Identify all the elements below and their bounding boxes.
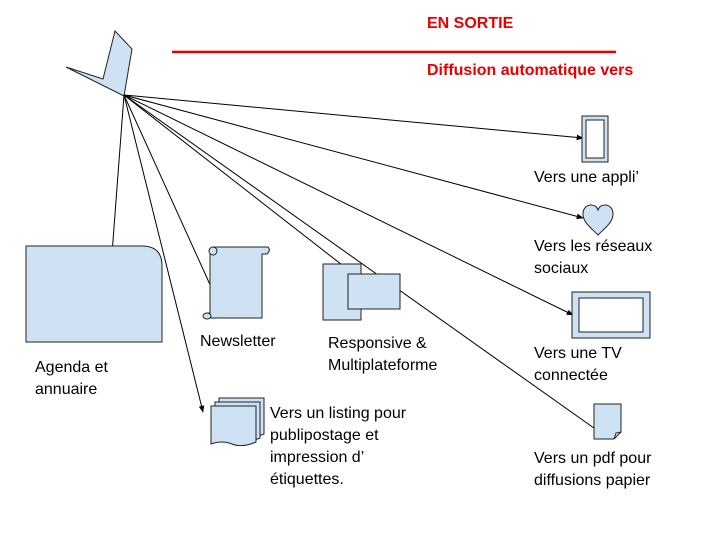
stacked-windows-icon bbox=[322, 263, 401, 321]
tv-label-line-2: connectée bbox=[534, 367, 608, 384]
agenda-label-line-2: annuaire bbox=[35, 381, 98, 398]
scroll-icon bbox=[202, 246, 270, 320]
check-arrow-icon bbox=[65, 29, 133, 97]
listing-label-line-3: impression d’ bbox=[270, 449, 365, 466]
responsive-label-line-2: Multiplateforme bbox=[328, 357, 438, 374]
listing-label-line-4: étiquettes. bbox=[270, 471, 344, 488]
arrow-to-responsive bbox=[123, 94, 379, 294]
tv-label-line-1: Vers une TV bbox=[534, 345, 622, 362]
responsive-label-line-1: Responsive & bbox=[328, 335, 427, 352]
listing-label-line-1: Vers un listing pour bbox=[270, 405, 407, 422]
page-subtitle: Diffusion automatique vers bbox=[427, 62, 634, 79]
connectors bbox=[104, 94, 609, 439]
arrow-to-pdf bbox=[123, 94, 609, 439]
social-label-line-2: sociaux bbox=[534, 260, 589, 277]
newsletter-label: Newsletter bbox=[200, 333, 276, 350]
listing-label-line-2: publipostage et bbox=[270, 427, 379, 444]
heart-icon bbox=[582, 204, 614, 236]
arrow-to-appli bbox=[123, 94, 584, 141]
appli-label: Vers une appli’ bbox=[534, 169, 639, 186]
page-title: EN SORTIE bbox=[427, 15, 514, 32]
document-icon bbox=[25, 245, 163, 343]
pdf-label-line-1: Vers un pdf pour bbox=[534, 450, 652, 467]
arrow-to-listing bbox=[123, 94, 205, 413]
phone-icon bbox=[581, 115, 609, 163]
arrow-to-newsletter bbox=[123, 94, 218, 301]
social-label-line-1: Vers les réseaux bbox=[534, 238, 653, 255]
pdf-label-line-2: diffusions papier bbox=[534, 472, 651, 489]
tv-icon bbox=[571, 291, 651, 339]
arrow-to-tv bbox=[123, 94, 574, 316]
pdf-page-icon bbox=[593, 403, 622, 440]
agenda-label-line-1: Agenda et bbox=[35, 359, 108, 376]
arrow-to-social bbox=[123, 94, 584, 220]
multi-document-icon bbox=[210, 397, 265, 447]
